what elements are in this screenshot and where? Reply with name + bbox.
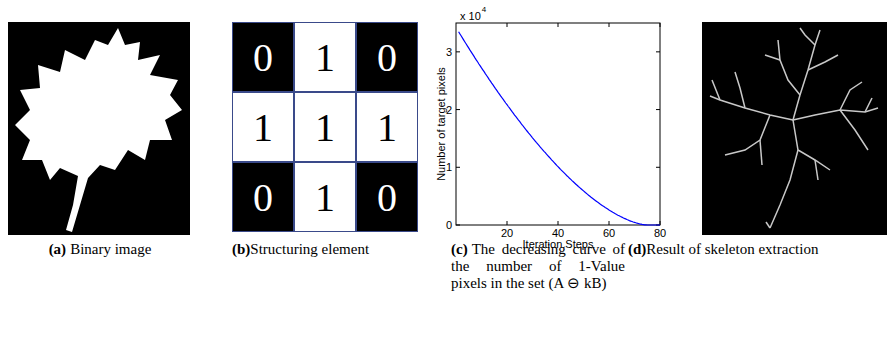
panel-letter: (d) (628, 241, 646, 257)
caption-text: Result of skeleton extraction (646, 241, 818, 257)
skeleton-lines (710, 28, 878, 228)
panel-letter: (a) (49, 241, 67, 257)
structuring-cell: 1 (232, 92, 294, 162)
panel-caption: (b)Structuring element (232, 241, 422, 258)
panel-caption: (c)The decreasing curve of the number of… (451, 241, 625, 292)
structuring-cell: 0 (232, 22, 294, 92)
structuring-cell: 1 (294, 22, 356, 92)
panel-caption: (a)Binary image (20, 241, 180, 258)
x-tick-label: 60 (603, 227, 615, 239)
structuring-cell: 1 (356, 92, 418, 162)
plot-axes (456, 23, 660, 225)
panel-caption: (d)Result of skeleton extraction (628, 241, 890, 258)
caption-text: The decreasing curve of the number of 1-… (451, 241, 625, 291)
x-tick-label: 20 (501, 227, 513, 239)
y-tick-label: 3 (446, 46, 452, 58)
axis-multiplier: x 10 (460, 10, 481, 22)
leaf-shape (15, 28, 182, 232)
caption-text: Structuring element (250, 241, 369, 257)
tick-marks (456, 23, 660, 225)
x-tick-label: 40 (552, 227, 564, 239)
decreasing-curve (459, 32, 660, 225)
axis-exponent: 4 (482, 5, 486, 14)
binary-image-ground (8, 22, 190, 235)
structuring-cell: 1 (294, 92, 356, 162)
structuring-cell: 0 (356, 22, 418, 92)
panel-letter: (b) (232, 241, 250, 257)
x-tick-label: 80 (654, 227, 666, 239)
y-tick-label: 0 (446, 219, 452, 231)
y-axis-title: Number of target pixels (435, 67, 447, 181)
panel-letter: (c) (451, 241, 468, 257)
structuring-cell: 1 (294, 162, 356, 232)
caption-text: Binary image (70, 241, 151, 257)
structuring-cell: 0 (356, 162, 418, 232)
structuring-cell: 0 (232, 162, 294, 232)
skeleton-image-ground (702, 22, 887, 235)
